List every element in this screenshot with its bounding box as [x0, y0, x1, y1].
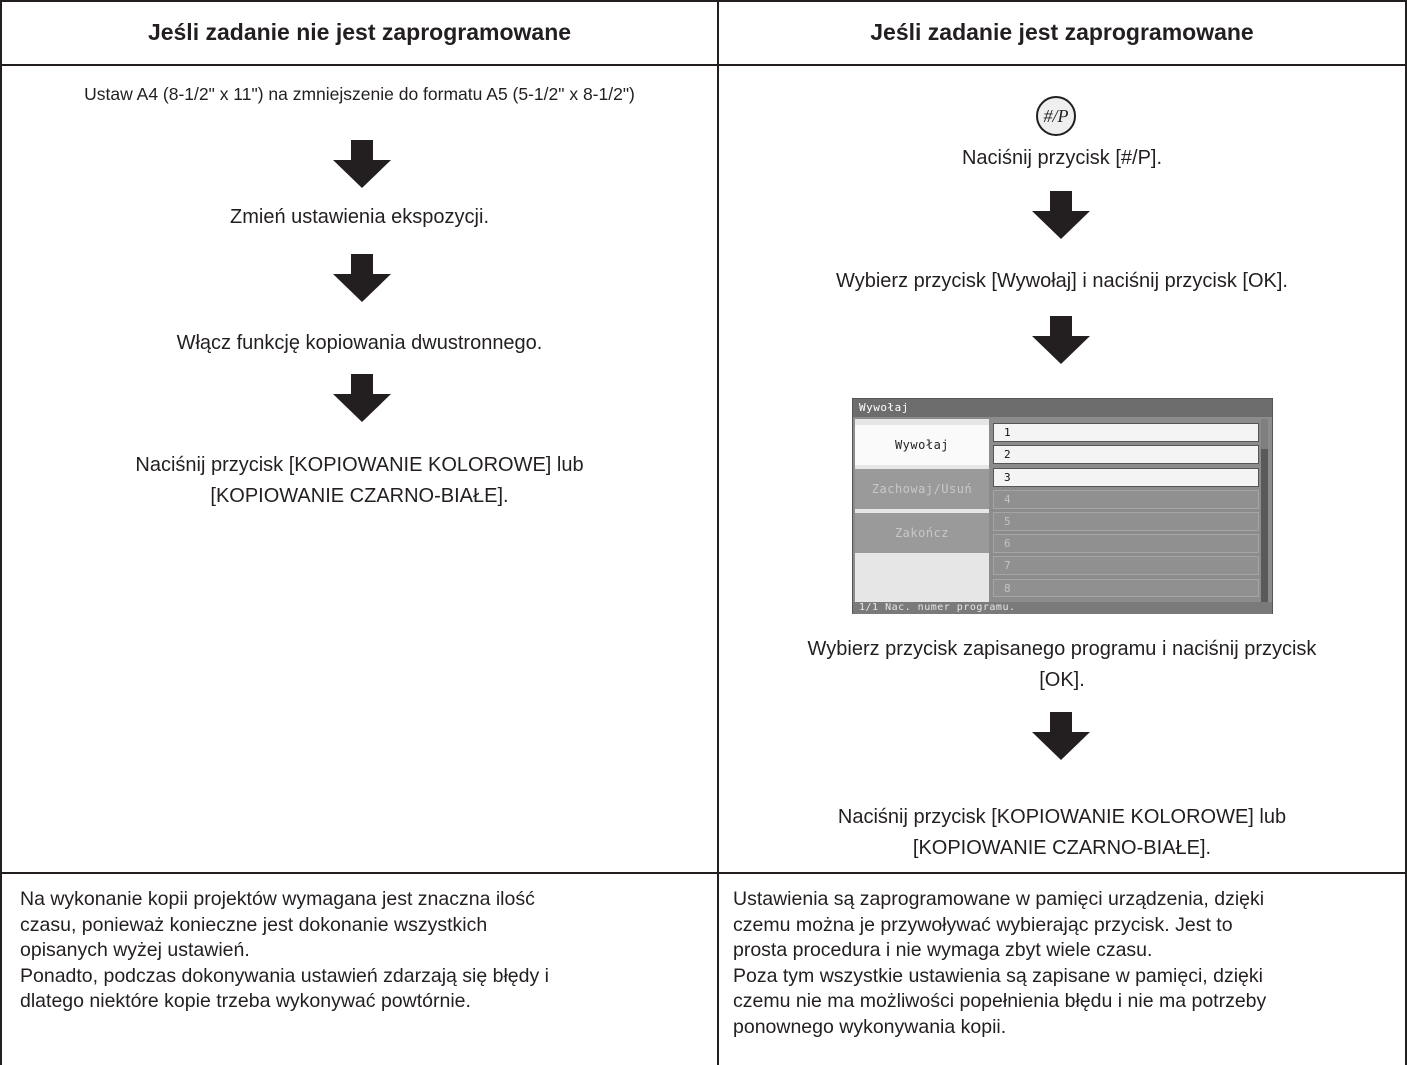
note-right-line: ponownego wykonywania kopii.: [733, 1015, 1007, 1038]
right-step-3: Wybierz przycisk zapisanego programu i n…: [719, 634, 1405, 696]
right-step-2: Wybierz przycisk [Wywołaj] i naciśnij pr…: [836, 270, 1288, 292]
lcd-program-5[interactable]: 5: [993, 512, 1259, 531]
program-key-icon: #/P: [1036, 96, 1076, 136]
lcd-status-bar: 1/1 Nac. numer programu.: [853, 602, 1272, 614]
note-right-line: Ustawienia są zaprogramowane w pamięci u…: [733, 888, 1265, 910]
right-step-4-line1: Naciśnij przycisk [KOPIOWANIE KOLOROWE] …: [837, 806, 1287, 828]
header-left: Jeśli zadanie nie jest zaprogramowane: [147, 18, 572, 45]
lcd-program-6[interactable]: 6: [993, 534, 1259, 553]
down-arrow-icon: [1032, 191, 1090, 239]
down-arrow-icon: [333, 374, 391, 422]
lcd-screen: Wywołaj Wywołaj Zachowaj/Usuń Zakończ 1 …: [852, 398, 1273, 614]
note-left-line: opisanych wyżej ustawień.: [20, 939, 250, 961]
lcd-program-3[interactable]: 3: [993, 468, 1259, 487]
left-step-4: Naciśnij przycisk [KOPIOWANIE KOLOROWE] …: [2, 450, 717, 512]
right-step-3-line1: Wybierz przycisk zapisanego programu i n…: [807, 638, 1317, 660]
table-left-border: [0, 0, 2, 1065]
lcd-program-1[interactable]: 1: [993, 423, 1259, 442]
down-arrow-icon: [1032, 712, 1090, 760]
right-step-3-line2: [OK].: [1039, 669, 1085, 691]
lcd-program-8[interactable]: 8: [993, 579, 1259, 597]
right-step-4-line2: [KOPIOWANIE CZARNO-BIAŁE].: [912, 837, 1212, 859]
down-arrow-icon: [333, 140, 391, 188]
left-step-1: Ustaw A4 (8-1/2" x 11") na zmniejszenie …: [84, 84, 635, 104]
note-left-line: Ponadto, podczas dokonywania ustawień zd…: [20, 964, 549, 987]
note-left-line: czasu, ponieważ konieczne jest dokonanie…: [20, 913, 488, 936]
table-right-border: [1405, 0, 1407, 1065]
header-right: Jeśli zadanie jest zaprogramowane: [870, 18, 1254, 45]
lcd-title: Wywołaj: [853, 399, 1272, 417]
note-right-line: czemu można je przywoływać wybierając pr…: [733, 913, 1233, 936]
note-left: Na wykonanie kopii projektów wymagana je…: [20, 887, 549, 1015]
down-arrow-icon: [1032, 316, 1090, 364]
note-right-line: czemu nie ma możliwości popełnienia błęd…: [733, 990, 1267, 1012]
header-divider: [0, 64, 1407, 66]
left-step-3: Włącz funkcję kopiowania dwustronnego.: [176, 332, 543, 354]
left-step-4-line2: [KOPIOWANIE CZARNO-BIAŁE].: [210, 485, 509, 507]
note-right-line: Poza tym wszystkie ustawienia są zapisan…: [733, 964, 1263, 987]
lcd-menu-recall[interactable]: Wywołaj: [855, 425, 989, 465]
lcd-program-4[interactable]: 4: [993, 490, 1259, 509]
note-right-line: prosta procedura i nie wymaga zbyt wiele…: [733, 939, 1153, 961]
down-arrow-icon: [333, 254, 391, 302]
lcd-menu-store-delete[interactable]: Zachowaj/Usuń: [855, 469, 989, 509]
note-left-line: dlatego niektóre kopie trzeba wykonywać …: [20, 990, 471, 1012]
lcd-scrollbar-thumb[interactable]: [1261, 449, 1268, 602]
table-top-border: [0, 0, 1407, 2]
lcd-program-7[interactable]: 7: [993, 556, 1259, 575]
note-right: Ustawienia są zaprogramowane w pamięci u…: [733, 887, 1266, 1040]
notes-divider: [0, 872, 1407, 874]
note-left-line: Na wykonanie kopii projektów wymagana je…: [20, 888, 535, 910]
lcd-program-2[interactable]: 2: [993, 445, 1259, 464]
lcd-menu-exit[interactable]: Zakończ: [855, 513, 989, 553]
right-step-1: Naciśnij przycisk [#/P].: [961, 147, 1163, 169]
table-column-divider: [717, 0, 719, 1065]
right-step-4: Naciśnij przycisk [KOPIOWANIE KOLOROWE] …: [719, 802, 1405, 864]
left-step-4-line1: Naciśnij przycisk [KOPIOWANIE KOLOROWE] …: [135, 454, 584, 476]
left-step-2: Zmień ustawienia ekspozycji.: [230, 206, 489, 228]
